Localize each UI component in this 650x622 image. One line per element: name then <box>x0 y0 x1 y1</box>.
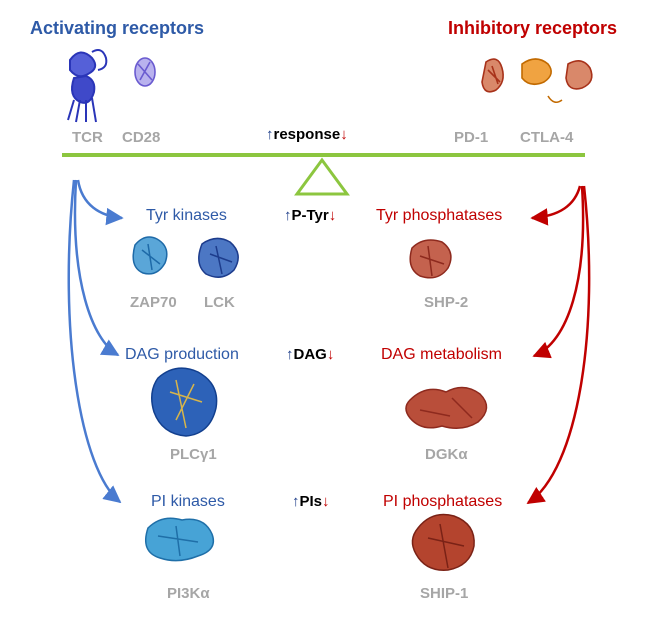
protein-structure-plcg1-icon <box>151 367 218 437</box>
protein-structure-ctla4-icon <box>521 58 563 104</box>
row3-middle-label: ↑PIs↓ <box>292 493 330 510</box>
protein-zap70-label: ZAP70 <box>130 294 177 311</box>
receptor-ctla4-label: CTLA-4 <box>520 129 574 146</box>
row2-middle-label: ↑DAG↓ <box>286 346 334 363</box>
inhibitory-receptors-header: Inhibitory receptors <box>448 18 618 38</box>
response-text: response <box>273 126 341 143</box>
protein-structure-pi3ka-icon <box>145 517 215 562</box>
activating-receptors-header: Activating receptors <box>30 18 205 38</box>
activating-arrow-dag <box>73 179 120 357</box>
row3-right-label: PI phosphatases <box>383 493 503 510</box>
protein-lck-label: LCK <box>204 294 235 311</box>
up-arrow-icon: ↑ <box>292 493 300 510</box>
up-arrow-icon: ↑ <box>284 207 292 224</box>
down-arrow-icon: ↓ <box>322 493 330 510</box>
protein-structure-zap70-icon <box>132 236 168 275</box>
up-arrow-icon: ↑ <box>266 126 274 143</box>
protein-structure-tcr-icon <box>67 49 108 123</box>
protein-dgka-label: DGKα <box>425 446 468 463</box>
row3-middle-text: PIs <box>299 493 323 510</box>
row2-middle-text: DAG <box>293 346 327 363</box>
row2-right-label: DAG metabolism <box>381 346 502 363</box>
row1-middle-text: P-Tyr <box>291 207 329 224</box>
up-arrow-icon: ↑ <box>286 346 294 363</box>
protein-ship1-label: SHIP-1 <box>420 585 469 602</box>
protein-structure-ctla4-b-icon <box>565 60 593 90</box>
inhibitory-arrow-dag <box>532 185 585 359</box>
activating-arrow-tyr <box>76 179 124 226</box>
protein-shp2-label: SHP-2 <box>424 294 469 311</box>
row1-middle-label: ↑P-Tyr↓ <box>284 207 336 224</box>
protein-structure-lck-icon <box>198 237 239 278</box>
protein-structure-dgka-icon <box>405 386 488 429</box>
down-arrow-icon: ↓ <box>326 346 335 363</box>
protein-structure-cd28-icon <box>134 57 156 87</box>
protein-structure-pd1-icon <box>481 58 504 93</box>
row3-left-label: PI kinases <box>151 493 225 510</box>
protein-plcg1-label: PLCγ1 <box>170 446 217 463</box>
receptor-tcr-label: TCR <box>72 129 103 146</box>
balance-response-label: ↑response↓ <box>266 126 348 143</box>
protein-pi3ka-label: PI3Kα <box>167 585 210 602</box>
row1-left-label: Tyr kinases <box>146 207 227 224</box>
inhibitory-arrow-pi <box>526 185 591 505</box>
down-arrow-icon: ↓ <box>328 207 337 224</box>
activating-arrow-pi <box>67 179 122 504</box>
row2-left-label: DAG production <box>125 346 239 363</box>
down-arrow-icon: ↓ <box>340 126 348 143</box>
protein-structure-ship1-icon <box>411 513 475 571</box>
receptor-pd1-label: PD-1 <box>454 129 489 146</box>
protein-structure-shp2-icon <box>409 239 452 279</box>
fulcrum-triangle-icon <box>294 157 350 196</box>
row1-right-label: Tyr phosphatases <box>376 207 503 224</box>
receptor-cd28-label: CD28 <box>122 129 161 146</box>
inhibitory-arrow-tyr <box>530 185 582 226</box>
